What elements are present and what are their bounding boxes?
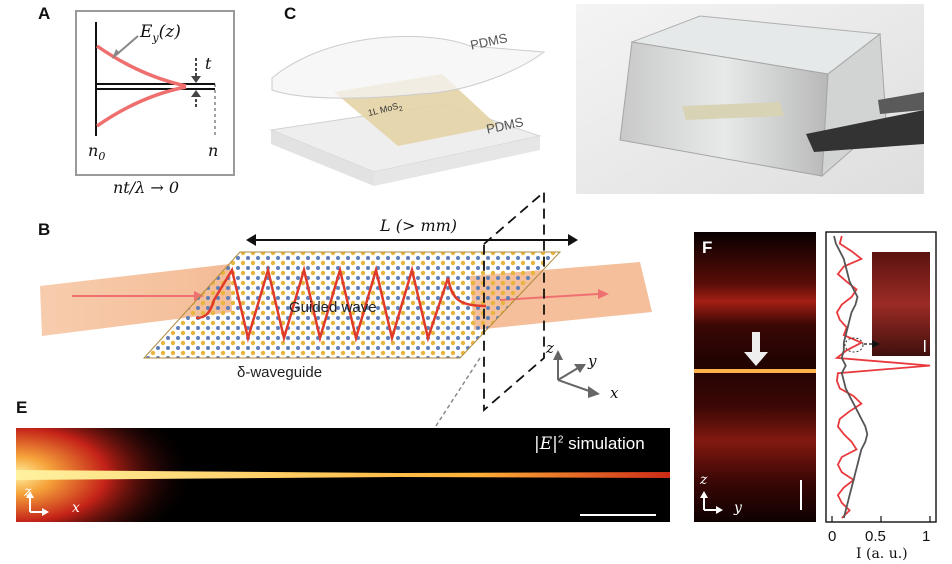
b-axis-z: z bbox=[546, 339, 554, 357]
panel-a-caption: nt/λ → 0 bbox=[113, 178, 180, 197]
mos2-flake-photo bbox=[682, 102, 784, 120]
waveguide-label: δ-waveguide bbox=[237, 364, 323, 381]
guided-wave-path bbox=[195, 265, 487, 343]
f-axis-y: y bbox=[734, 500, 742, 516]
f-xlabel: I (a. u.) bbox=[856, 546, 908, 562]
panel-b-label: B bbox=[38, 220, 51, 239]
guided-mode-core bbox=[16, 470, 670, 480]
panel-e-label: E bbox=[16, 398, 28, 417]
mos2-monolayer bbox=[142, 251, 562, 359]
f-inset bbox=[872, 252, 930, 356]
field-curve-upper bbox=[96, 44, 187, 88]
cross-section-plane bbox=[483, 190, 545, 412]
f-intensity-profile bbox=[831, 235, 931, 522]
pdms-top-sheet bbox=[271, 36, 546, 99]
tweezer bbox=[806, 110, 924, 152]
f-xtick-0: 0 bbox=[828, 528, 837, 545]
panel-f-label: F bbox=[702, 238, 713, 257]
guided-wave-label: Guided wave bbox=[289, 299, 377, 316]
f-profile-series-1 bbox=[833, 235, 869, 519]
panel-a-label: A bbox=[38, 4, 51, 23]
f-xtick-2: 1 bbox=[922, 528, 931, 545]
sim-label: |E|2 simulation bbox=[534, 434, 645, 454]
e-axis-z: z bbox=[24, 484, 32, 500]
e-axis-x: x bbox=[72, 500, 80, 516]
thickness-label: t bbox=[205, 54, 212, 73]
panel-c-label: C bbox=[284, 4, 297, 23]
f-profile-series-0 bbox=[834, 235, 931, 519]
b-axis-y: y bbox=[588, 352, 597, 370]
e-scale-bar bbox=[580, 514, 656, 516]
f-axis-z: z bbox=[700, 472, 708, 488]
f-xtick-1: 0.5 bbox=[865, 528, 886, 545]
field-label: Ey(z) bbox=[140, 22, 181, 45]
field-curve-lower bbox=[96, 85, 187, 128]
n-label: n bbox=[208, 141, 219, 160]
f-guided-line bbox=[694, 369, 816, 373]
length-label: L (> mm) bbox=[380, 216, 458, 235]
f-scale-bar bbox=[800, 480, 802, 510]
n0-label: n0 bbox=[88, 141, 106, 164]
f-arrow bbox=[744, 352, 768, 366]
b-axis-x: x bbox=[610, 384, 619, 402]
